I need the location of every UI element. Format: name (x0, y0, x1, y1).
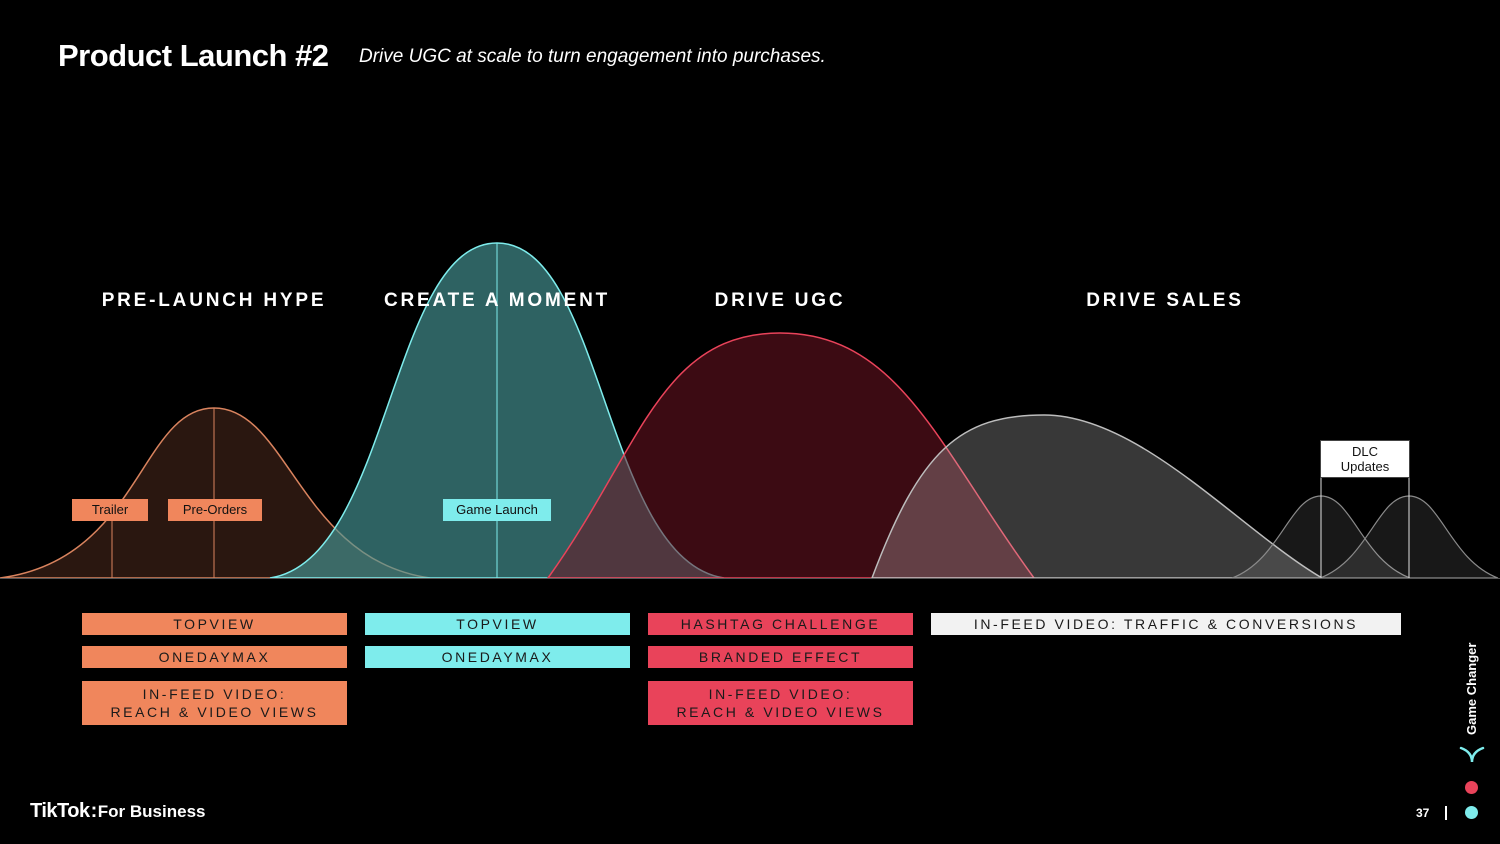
phase-label-pre-launch: PRE-LAUNCH HYPE (101, 290, 327, 311)
drive-ugc-curve (546, 332, 1036, 579)
logo-separator: : (90, 800, 98, 822)
cyan-dot-icon (1465, 806, 1478, 819)
marker-dlc-updates: DLC Updates (1320, 440, 1410, 478)
red-dot-icon (1465, 781, 1478, 794)
phase-label-create-moment: CREATE A MOMENT (383, 290, 611, 311)
phase-label-drive-ugc: DRIVE UGC (714, 290, 846, 311)
marker-trailer: Trailer (72, 499, 148, 521)
tactic-pre-launch-onedaymax: ONEDAYMAX (82, 646, 347, 668)
logo-tiktok: TikTok (30, 800, 90, 822)
tactic-pre-launch-topview: TOPVIEW (82, 613, 347, 635)
tiktok-for-business-logo: TikTok:For Business (30, 800, 205, 823)
game-changer-chevron-icon (1459, 746, 1485, 763)
marker-pre-orders: Pre-Orders (168, 499, 262, 521)
marker-game-launch: Game Launch (443, 499, 551, 521)
page-divider (1445, 806, 1447, 820)
page-title: Product Launch #2 (58, 38, 329, 73)
page-subtitle: Drive UGC at scale to turn engagement in… (359, 46, 826, 67)
tactic-drive-ugc-infeed: IN-FEED VIDEO: REACH & VIDEO VIEWS (648, 681, 913, 725)
drive-sales-curve (870, 414, 1325, 579)
phase-curves-diagram (0, 242, 1500, 579)
page-number: 37 (1416, 806, 1430, 820)
tactic-drive-ugc-hashtag: HASHTAG CHALLENGE (648, 613, 913, 635)
tactic-create-moment-onedaymax: ONEDAYMAX (365, 646, 630, 668)
game-changer-label: Game Changer (1464, 642, 1479, 735)
tactic-drive-ugc-branded-effect: BRANDED EFFECT (648, 646, 913, 668)
phase-label-drive-sales: DRIVE SALES (1086, 290, 1244, 311)
tactic-drive-sales-infeed: IN-FEED VIDEO: TRAFFIC & CONVERSIONS (931, 613, 1401, 635)
logo-for-business: For Business (97, 802, 206, 821)
tactic-create-moment-topview: TOPVIEW (365, 613, 630, 635)
tactic-pre-launch-infeed: IN-FEED VIDEO: REACH & VIDEO VIEWS (82, 681, 347, 725)
